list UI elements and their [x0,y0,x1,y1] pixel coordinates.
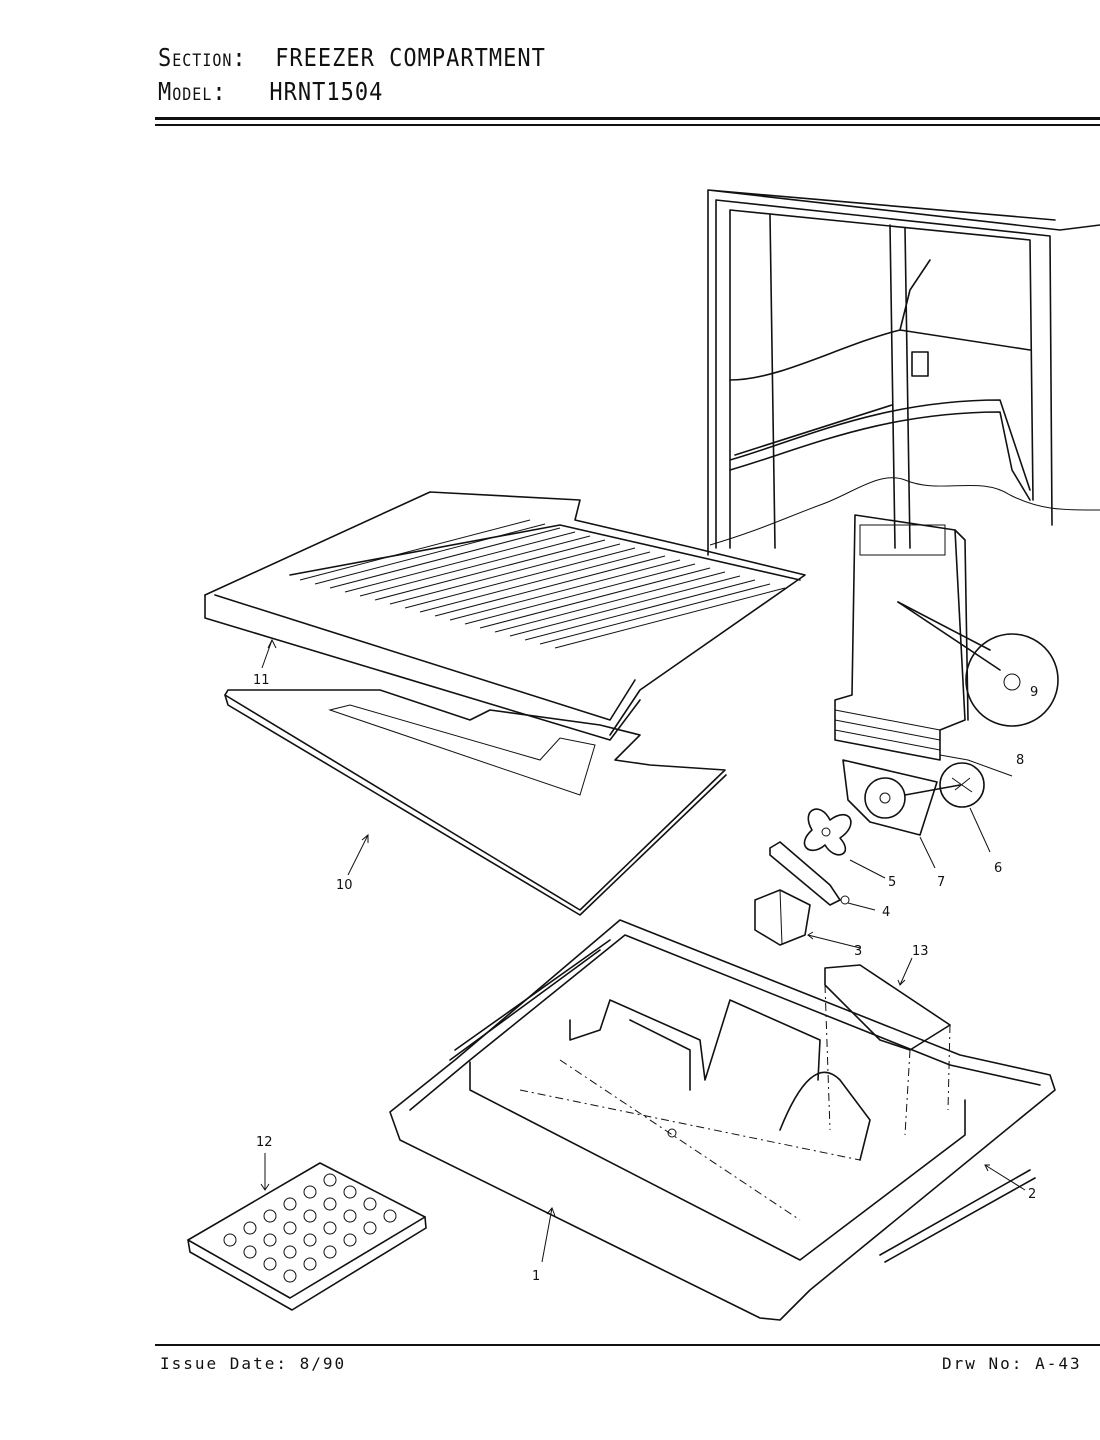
header-rule-thin [155,124,1100,126]
freezer-cabinet [707,189,1100,556]
model-value: HRNT1504 [269,78,384,107]
part-5-fan-blade [803,808,852,856]
part-4-motor-bracket [769,841,850,906]
part-1-freezer-liner [389,919,1056,1321]
callout-labels: 11 10 1 2 3 4 5 6 7 8 9 12 13 [253,673,1038,1284]
model-label: Model: [158,78,227,107]
callout-2: 2 [1028,1187,1036,1202]
callout-3: 3 [854,944,862,959]
part-11-shelf [204,491,806,741]
model-heading: Model: HRNT1504 [158,78,383,107]
header-rule-thick [155,117,1100,120]
issue-date: Issue Date: 8/90 [160,1354,347,1373]
part-8-duct-cover [834,514,1001,761]
part-7-bracket [842,759,961,836]
section-value: FREEZER COMPARTMENT [275,44,546,73]
leader-lines [260,638,1026,1263]
callout-9: 9 [1030,685,1038,700]
drawing-number: Drw No: A-43 [942,1354,1082,1373]
callout-4: 4 [882,905,890,920]
callout-1: 1 [532,1269,540,1284]
part-3-fan-motor [754,889,811,946]
section-heading: Section: FREEZER COMPARTMENT [158,44,546,73]
section-label: Section: [158,44,247,73]
callout-8: 8 [1016,753,1024,768]
callout-5: 5 [888,875,896,890]
callout-10: 10 [336,878,353,893]
footer-rule [155,1344,1100,1346]
callout-6: 6 [994,861,1002,876]
callout-11: 11 [253,673,270,688]
part-9-screw-detail [965,633,1059,727]
part-12-ice-tray [187,1162,427,1311]
callout-12: 12 [256,1135,273,1150]
part-13-cover [824,964,951,1136]
part-6-grommet-detail [939,762,985,808]
callout-13: 13 [912,944,929,959]
part-10-panel [224,689,727,916]
callout-7: 7 [937,875,945,890]
